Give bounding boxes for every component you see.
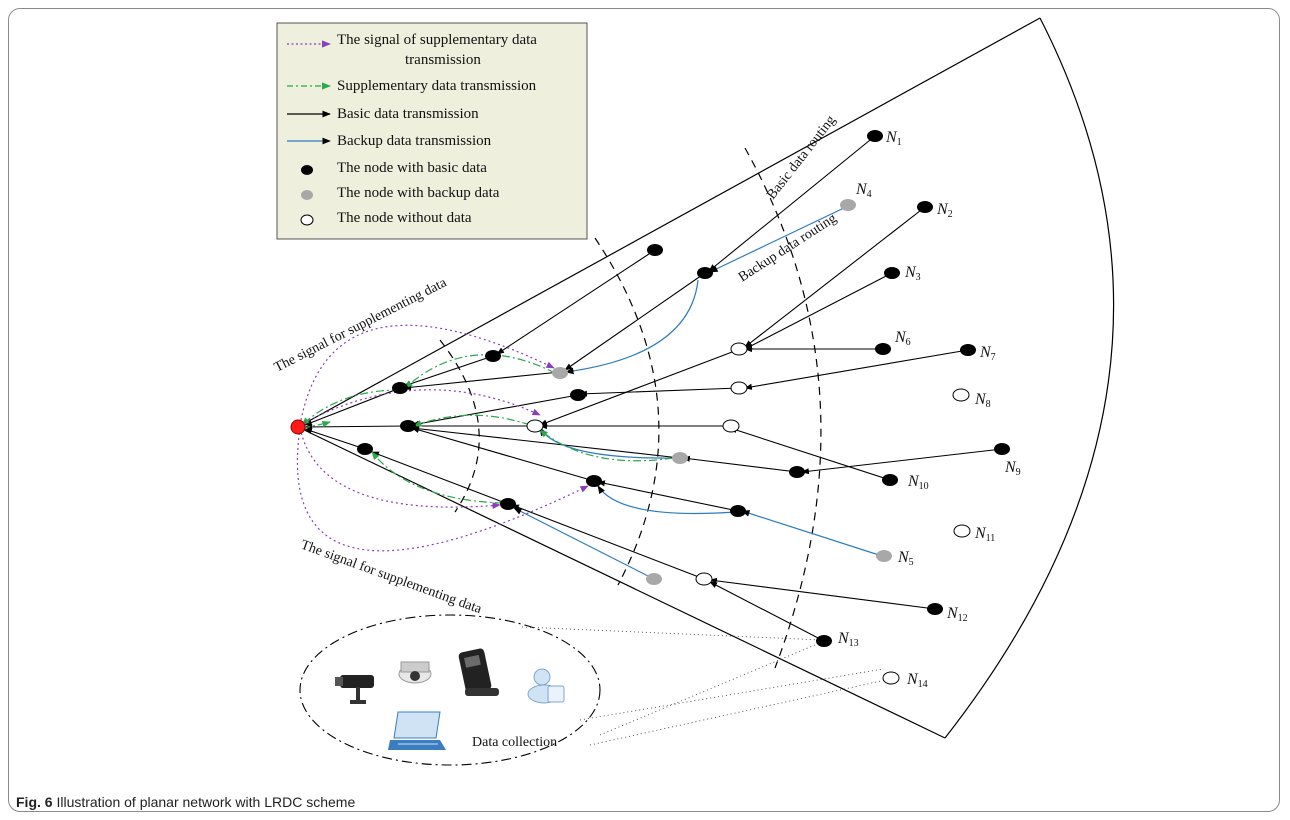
node-basic [730,505,746,517]
laptop-icon [388,711,446,750]
node-basic [882,474,898,486]
data-collection-label: Data collection [472,735,557,750]
signal-annotation-top: The signal for supplementing data [272,275,450,376]
label-n5: N5 [897,549,914,568]
node-backup [552,367,568,379]
nodes [290,130,1010,685]
node-basic [917,201,933,213]
label-n4: N4 [855,181,872,200]
signal-links [296,324,589,552]
node-backup [840,199,856,211]
label-n9: N9 [1004,459,1021,478]
legend-gray-node-icon [301,190,313,200]
label-n3: N3 [904,264,921,283]
label-n8: N8 [974,391,991,410]
legend-backup-node-label: The node with backup data [337,185,500,201]
node-empty [722,419,740,433]
node-basic [647,244,663,256]
legend-black-node-icon [301,165,313,175]
node-basic [884,267,900,279]
camera-icon [335,675,374,704]
figure-frame [8,8,1280,812]
label-n13: N13 [837,630,859,649]
legend-backup-label: Backup data transmission [337,133,492,149]
legend-basic-label: Basic data transmission [337,106,479,122]
collection-leaders [521,626,891,746]
node-basic [927,603,943,615]
node-basic [697,267,713,279]
supplementary-transmission-links [301,354,674,504]
node-empty [526,419,544,433]
node-empty [730,381,748,395]
card-reader-icon [458,648,499,696]
legend-signal-label-1: The signal of supplementary data [337,32,537,48]
legend-signal-label-2: transmission [405,52,481,68]
legend-supplementary-label: Supplementary data transmission [337,78,537,94]
node-basic [994,443,1010,455]
user-icon [527,668,565,704]
node-basic [789,466,805,478]
node-basic [570,389,586,401]
dashed-rings [439,147,822,669]
node-basic [816,635,832,647]
label-n14: N14 [906,671,928,690]
label-n11: N11 [974,525,995,544]
node-basic [960,344,976,356]
label-n6: N6 [894,329,911,348]
node-labels: N1 N2 N3 N4 N5 N6 N7 N8 N9 N10 N11 N12 N… [837,129,1021,690]
label-n1: N1 [885,129,902,148]
node-basic [867,130,883,142]
sector-boundary [297,17,1115,739]
label-n12: N12 [946,605,968,624]
node-basic [400,420,416,432]
node-basic [485,350,501,362]
node-basic [875,343,891,355]
node-basic [357,443,373,455]
signal-annotation-bottom: The signal for supplementing data [299,538,485,618]
figure-caption: Fig. 6 Illustration of planar network wi… [16,794,355,814]
node-backup [876,550,892,562]
node-empty [953,524,971,538]
legend-basic-node-label: The node with basic data [337,160,487,176]
label-n10: N10 [907,473,929,492]
data-collection-group: Data collection [299,614,601,766]
node-basic [392,382,408,394]
sink-node [290,419,306,435]
label-n7: N7 [979,344,996,363]
basic-routing-annotation: Basic data routing [764,113,839,203]
node-backup [646,573,662,585]
node-backup [672,452,688,464]
dome-camera-icon [398,661,432,684]
label-n2: N2 [936,201,953,220]
node-empty [882,671,900,685]
backup-routing-annotation: Backup data routing [736,211,839,285]
caption-text: Illustration of planar network with LRDC… [52,794,356,810]
node-empty [952,388,970,402]
legend: The signal of supplementary data transmi… [276,22,588,240]
node-basic [500,498,516,510]
node-empty [730,342,748,356]
backup-transmission-links [513,206,883,579]
legend-empty-node-label: The node without data [337,210,472,226]
node-empty [695,572,713,586]
network-diagram: N1 N2 N3 N4 N5 N6 N7 N8 N9 N10 N11 N12 N… [272,17,1115,766]
caption-fig-label: Fig. 6 [16,794,53,810]
node-basic [586,475,602,487]
legend-white-node-icon [300,214,314,226]
